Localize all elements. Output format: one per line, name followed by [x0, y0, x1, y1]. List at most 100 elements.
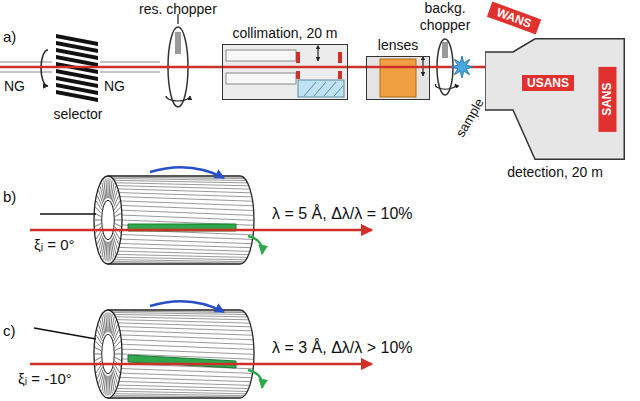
- selector-drum: [102, 240, 105, 258]
- detector-bank: SANS: [598, 67, 616, 132]
- selector-drum: [112, 320, 116, 336]
- selector-drum: [95, 354, 101, 355]
- part-label: backg. chopper: [412, 0, 478, 34]
- selector-drum: [117, 320, 250, 324]
- component-label: collimation, 20 m: [222, 25, 348, 42]
- selector-drum: [115, 213, 121, 216]
- selector-drum: [115, 223, 121, 226]
- collimation-interior: [317, 49, 318, 61]
- collimation-interior: [222, 44, 348, 100]
- selector-drum: [114, 367, 119, 379]
- detector-tank: detection, 20 mUSANSSANS: [485, 38, 625, 184]
- selector-drum: [100, 238, 104, 254]
- lens-block: [380, 59, 416, 97]
- sample-star: [451, 56, 473, 78]
- selector-drum: [121, 335, 254, 340]
- selector-drum: [114, 364, 120, 373]
- selector-drum: [118, 251, 249, 255]
- selector-drum: [94, 176, 122, 264]
- selector-drum: [102, 374, 105, 392]
- selector-drum: [108, 312, 109, 332]
- selector-drum: [122, 344, 254, 349]
- selector-drum: [102, 200, 115, 240]
- component-frame: [366, 56, 430, 100]
- detector-label: USANS: [527, 76, 569, 90]
- collimation-interior: [314, 82, 326, 96]
- angle-label: ξᵢ = 0°: [34, 236, 75, 254]
- selector-drum: [110, 241, 112, 260]
- selector-drum: [117, 254, 248, 257]
- selector-drum: [95, 357, 101, 360]
- selector-drum: [108, 264, 240, 265]
- selector-drum: [119, 381, 250, 385]
- selector-drum: [108, 242, 109, 262]
- panel-letter: b): [3, 188, 16, 206]
- component-frame: [222, 44, 348, 100]
- collimation-interior: [304, 82, 316, 96]
- beamline-component: collimation, 20 m: [222, 25, 348, 100]
- component-label: lenses: [366, 37, 430, 54]
- selector-drum: [94, 301, 262, 398]
- selector-drum: [119, 327, 252, 331]
- selector-drum: [108, 376, 109, 396]
- selector-drum: [112, 372, 116, 388]
- background-chopper: [442, 42, 448, 58]
- collimation-interior: [296, 52, 300, 63]
- selector-drum: [99, 370, 103, 384]
- selector-drum: [96, 335, 102, 344]
- resolution-chopper: [166, 14, 190, 107]
- selector-drum: [100, 320, 104, 336]
- selector-drum: [115, 257, 246, 260]
- selector-drum: [113, 190, 117, 204]
- part-label: res. chopper: [139, 1, 217, 18]
- selector-drum: [117, 388, 248, 391]
- selector-drum: [99, 324, 103, 338]
- neutron-guides: [0, 62, 52, 63]
- selector-drum: [112, 186, 116, 202]
- lens-block: [366, 56, 430, 100]
- wavelength-label: λ = 5 Å, Δλ/λ = 10%: [272, 204, 413, 223]
- selector-drum: [122, 349, 254, 354]
- selector-drum: [94, 167, 262, 264]
- selector-drum: [118, 323, 251, 327]
- selector-drum: [115, 183, 248, 186]
- lens-block: [366, 56, 430, 100]
- detector-label: SANS: [600, 83, 614, 116]
- selector-drum: [99, 190, 103, 204]
- selector-drum: [120, 197, 253, 202]
- selector-drum: [97, 367, 102, 379]
- selector-drum: [115, 354, 121, 355]
- selector-drum: [113, 236, 117, 250]
- neutron-guides: [100, 72, 160, 73]
- selector-drum: [111, 177, 245, 178]
- selector-drum: [120, 377, 251, 381]
- selector-drum: [114, 195, 119, 207]
- collimation-interior: [298, 80, 344, 97]
- collimation-interior: [334, 86, 343, 96]
- collimation-interior: [296, 71, 300, 79]
- neutron-beam: [30, 229, 372, 232]
- selector-drum: [105, 179, 107, 199]
- selector-drum: [110, 375, 112, 394]
- guide-label: NG: [104, 78, 125, 95]
- selector-drum: [150, 301, 224, 312]
- panel-letter: c): [3, 322, 16, 340]
- part-label: selector: [54, 106, 103, 123]
- selector-drum: [121, 235, 252, 240]
- background-chopper: [436, 84, 456, 89]
- selector-drum: [114, 260, 244, 262]
- selector-drum: [95, 223, 101, 226]
- selector-drum: [115, 207, 121, 213]
- selector-drum: [104, 314, 106, 333]
- resolution-chopper: [175, 32, 181, 54]
- selector-drum: [108, 398, 240, 399]
- selector-drum: [115, 220, 121, 221]
- selector-drum: [117, 186, 250, 190]
- selector-drum: [97, 195, 102, 207]
- selector-drum: [121, 205, 253, 210]
- selector-drum: [150, 167, 224, 178]
- selector-drum: [122, 215, 254, 220]
- wavelength-label: λ = 3 Å, Δλ/λ > 10%: [272, 338, 413, 357]
